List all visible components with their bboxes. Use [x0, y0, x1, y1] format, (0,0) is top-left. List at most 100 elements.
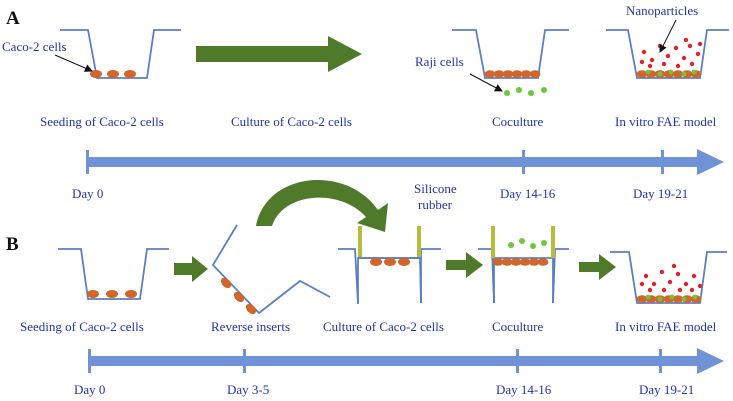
nanoparticle	[639, 281, 645, 287]
caco2-cell	[537, 258, 549, 266]
tick-day3	[243, 349, 246, 373]
caco2-cell	[106, 290, 118, 298]
nanoparticle	[673, 45, 679, 51]
timeline-arrowhead	[697, 149, 724, 175]
step-fae-b: In vitro FAE model	[615, 319, 717, 334]
caco2-cell	[636, 295, 648, 303]
nanoparticle	[683, 281, 689, 287]
tick-label-day3-b: Day 3-5	[227, 382, 269, 397]
nanoparticle	[647, 63, 653, 69]
silicone-rubber	[491, 226, 495, 258]
nanoparticle	[649, 57, 655, 63]
caco2-cell	[520, 70, 532, 78]
step-fae-a: In vitro FAE model	[615, 114, 717, 129]
panel-b-label: B	[6, 234, 19, 255]
caco2-cell	[220, 277, 232, 289]
caco2-cell	[398, 258, 410, 266]
process-arrow	[174, 256, 208, 282]
nanoparticle	[651, 281, 657, 287]
panel-a-label: A	[6, 8, 20, 29]
raji-cell	[516, 87, 522, 93]
caco2-cell	[502, 70, 514, 78]
caco2-cell	[384, 258, 396, 266]
nanoparticle	[691, 273, 697, 279]
raji-cell	[508, 242, 514, 248]
process-arrow	[196, 36, 362, 72]
curved-process-arrow	[256, 179, 388, 232]
timeline-arrowhead	[697, 348, 724, 374]
nanoparticle	[641, 49, 647, 55]
insert-coculture-b	[478, 226, 569, 304]
raji-cell	[541, 87, 547, 93]
nanoparticle	[677, 287, 683, 293]
silicone-rubber	[551, 226, 555, 258]
tick-day19	[659, 349, 662, 373]
nanoparticle	[647, 287, 653, 293]
raji-cell	[692, 294, 698, 300]
raji-cell	[657, 296, 663, 302]
nanoparticle	[675, 271, 681, 277]
nanoparticle	[643, 273, 649, 279]
nanoparticle	[697, 283, 703, 289]
tick-label-day14-b: Day 14-16	[496, 382, 552, 397]
timeline-bar	[90, 356, 698, 366]
tick-day0	[88, 349, 91, 373]
caco2-cell	[370, 258, 382, 266]
step-reverse-b: Reverse inserts	[211, 319, 290, 334]
caco2-cell	[484, 70, 496, 78]
caco2-cell	[107, 70, 119, 78]
nanoparticle	[675, 63, 681, 69]
raji-cell	[681, 296, 687, 302]
timeline-bar	[88, 157, 698, 167]
nanoparticle	[697, 41, 703, 47]
silicone-label-line1: Silicone	[414, 181, 457, 196]
nanoparticles-label: Nanoparticles	[626, 3, 698, 18]
raji-cell	[519, 238, 525, 244]
tick-label-day14-a: Day 14-16	[500, 186, 556, 201]
nanoparticle	[687, 43, 693, 49]
tick-day14	[516, 349, 519, 373]
raji-cell	[668, 69, 674, 75]
step-seeding-b: Seeding of Caco-2 cells	[20, 319, 144, 334]
nanoparticle	[689, 61, 695, 67]
raji-cell	[530, 243, 536, 249]
silicone-label-line2: rubber	[418, 197, 453, 212]
caco2-cell	[492, 258, 504, 266]
raji-cell	[681, 71, 687, 77]
nanoparticle	[665, 53, 671, 59]
raji-pointer-arrow	[469, 73, 503, 92]
nanoparticle-pointer-arrow	[659, 19, 677, 53]
insert-fae-b	[610, 251, 727, 304]
tick-label-day0-b: Day 0	[74, 382, 105, 397]
caco2-cells-label: Caco-2 cells	[2, 39, 67, 54]
raji-cell	[541, 240, 547, 246]
raji-cell	[645, 69, 651, 75]
caco2-cell	[90, 70, 102, 78]
process-arrow	[579, 254, 616, 280]
insert-culture-b	[338, 226, 441, 304]
insert-reversed	[211, 224, 331, 315]
caco2-pointer-arrow	[54, 54, 93, 72]
caco2-cell	[672, 295, 684, 303]
step-culture-b: Culture of Caco-2 cells	[323, 319, 444, 334]
caco2-cell	[672, 70, 684, 78]
caco2-cell	[636, 70, 648, 78]
silicone-rubber	[417, 226, 421, 258]
caco2-cell	[511, 70, 523, 78]
nanoparticle	[683, 37, 689, 43]
raji-cell	[669, 294, 675, 300]
raji-cell	[504, 90, 510, 96]
tick-label-day0-a: Day 0	[72, 186, 103, 201]
process-arrow	[446, 252, 483, 278]
step-culture-a: Culture of Caco-2 cells	[231, 114, 352, 129]
step-coculture-a: Coculture	[492, 114, 543, 129]
nanoparticle	[659, 269, 665, 275]
caco2-cell	[493, 70, 505, 78]
nanoparticle	[681, 55, 687, 61]
raji-cell	[657, 71, 663, 77]
caco2-cell	[124, 70, 136, 78]
caco2-cell	[245, 303, 257, 315]
insert-seeding-b	[58, 248, 169, 300]
caco2-cell	[233, 291, 245, 303]
timeline-b	[88, 348, 724, 374]
